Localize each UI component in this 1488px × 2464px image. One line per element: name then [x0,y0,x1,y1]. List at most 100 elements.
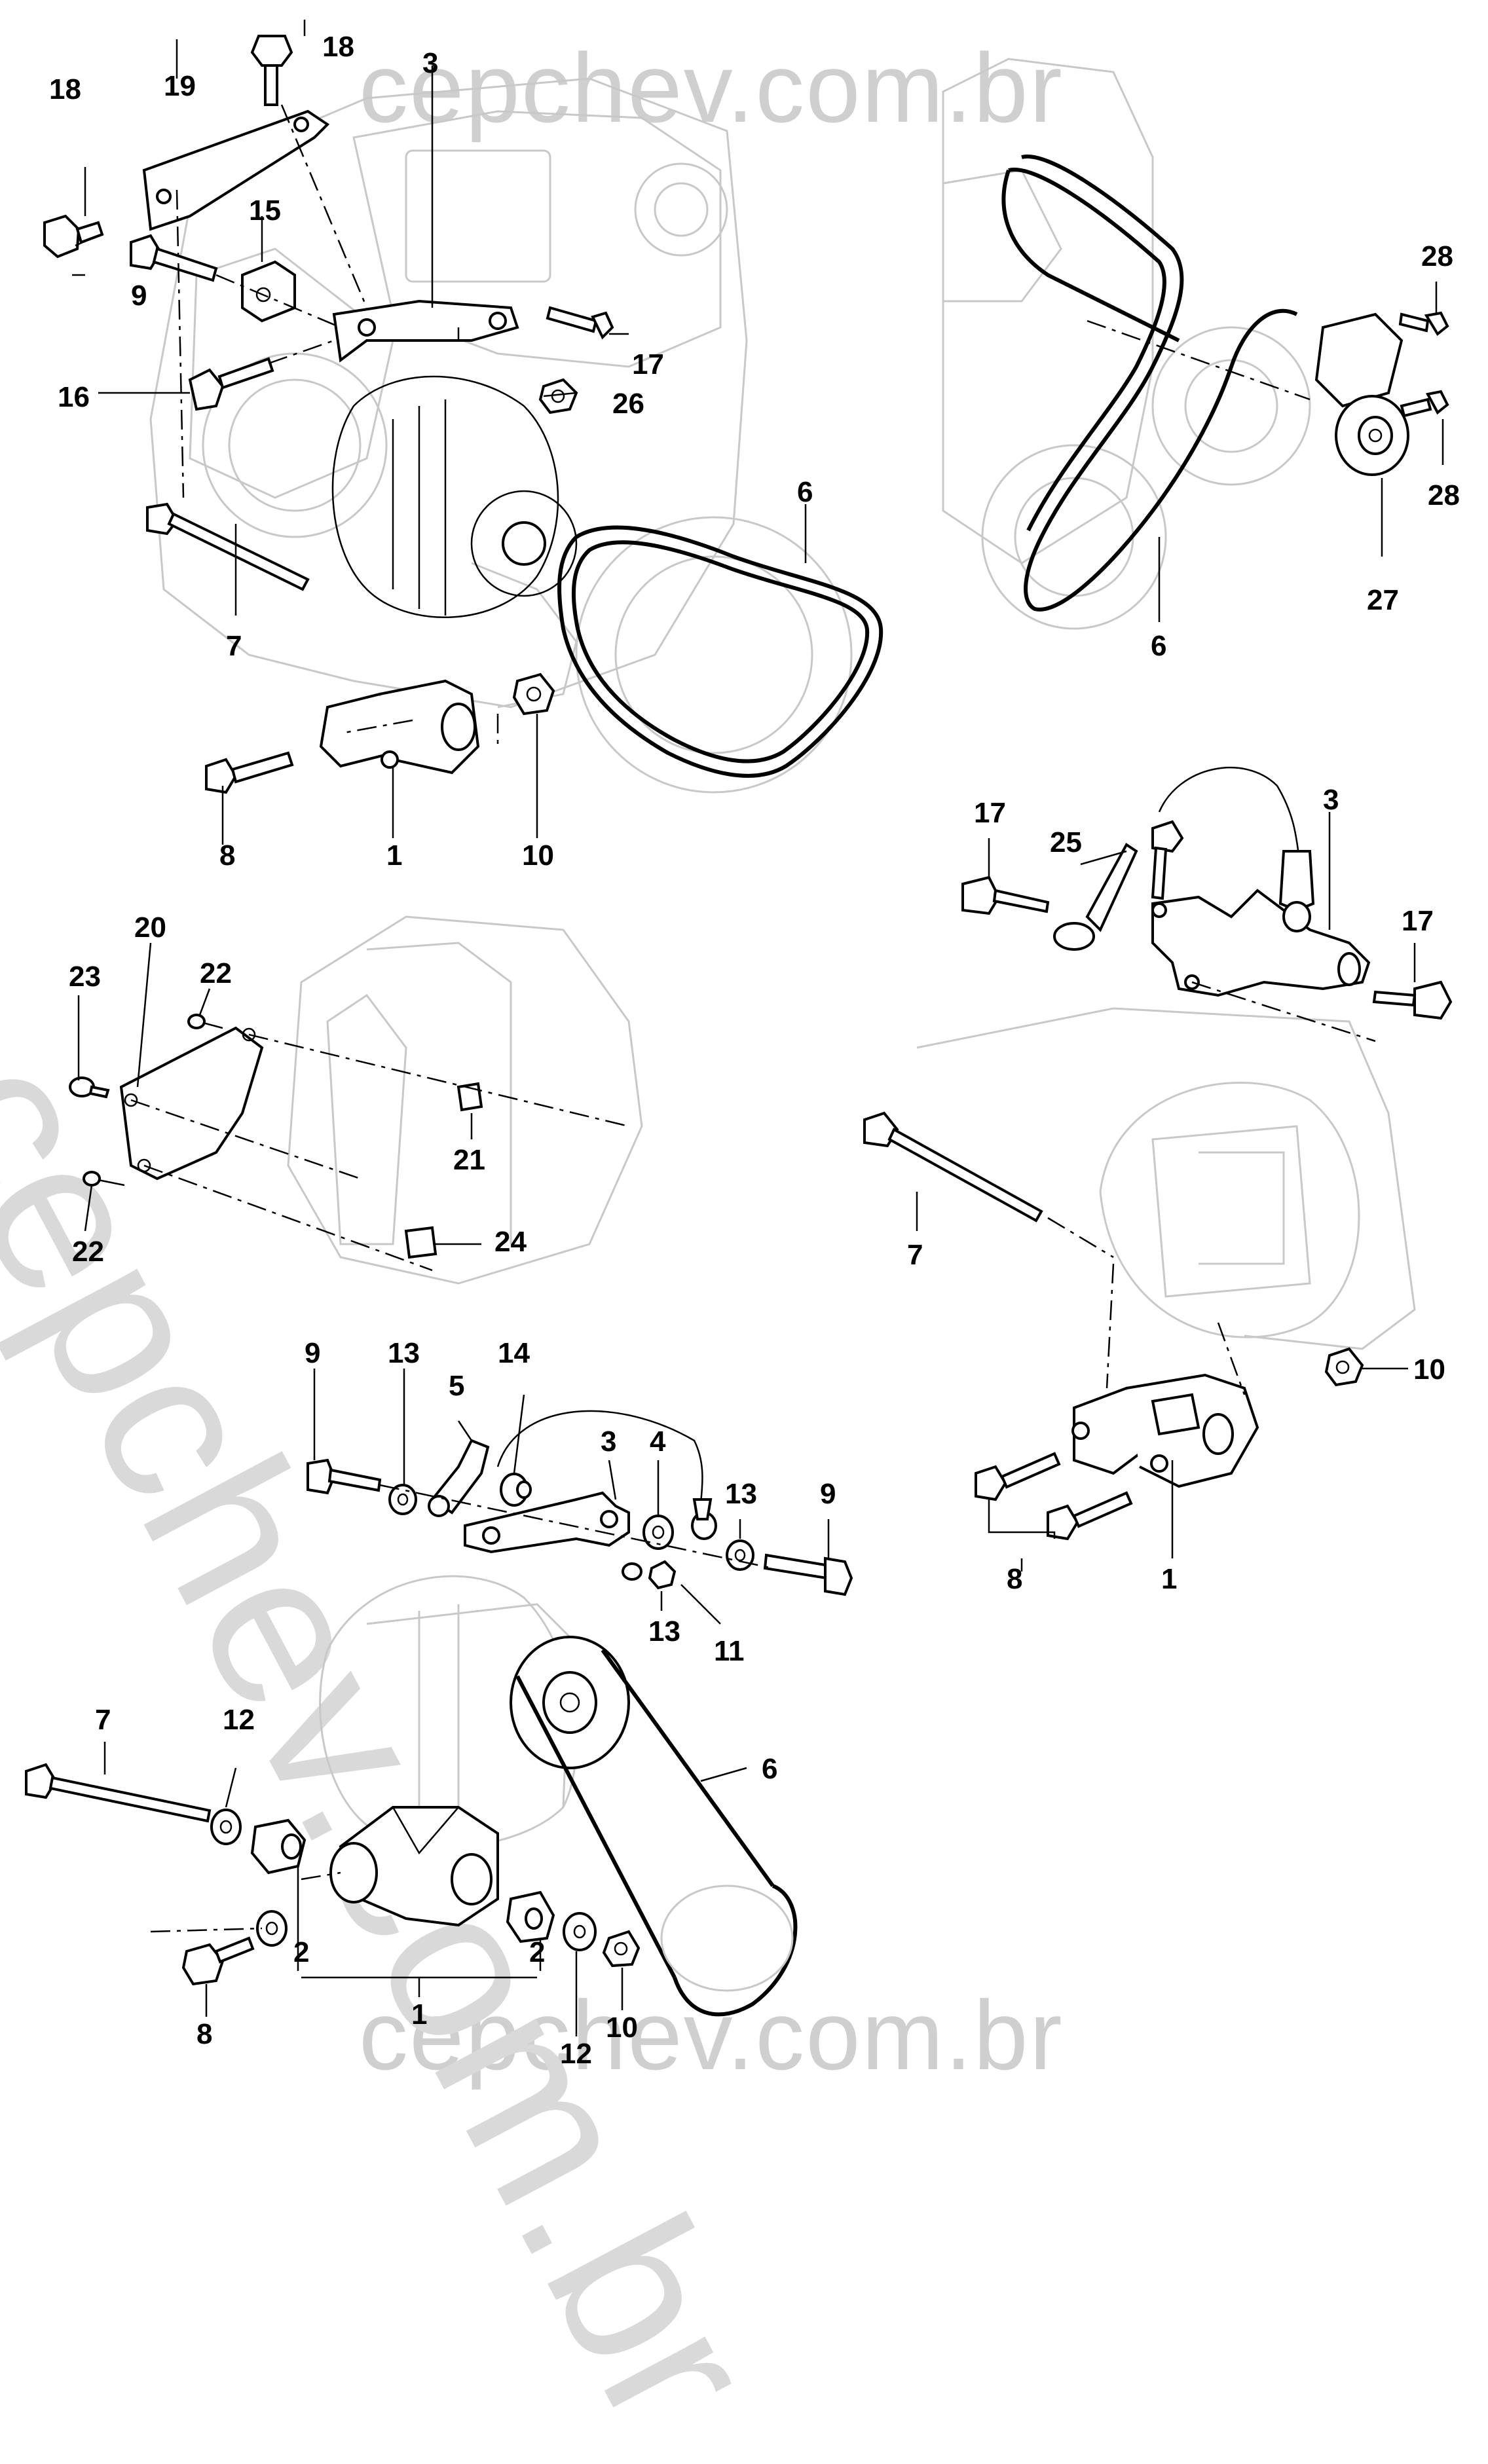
callout-17-mid-right-right: 17 [1402,905,1434,937]
callout-20: 20 [134,911,166,944]
callout-26: 26 [612,388,644,420]
callout-1-bottom: 1 [411,1998,428,2031]
callout-1-mid-right: 1 [1161,1563,1178,1595]
watermark-bottom: cepchev.com.br [359,1980,1064,2090]
bolt-9 [130,234,218,282]
callout-17-top-left: 17 [632,348,664,380]
washer-bottom-left [256,1910,288,1947]
callout-9-bottom-right: 9 [820,1478,836,1510]
bolt-18-left [43,214,104,259]
nut-26 [538,378,578,414]
dash-lines-middle-left [130,1033,629,1272]
bushing-2-left [250,1818,307,1875]
engine-ghost-mid-right [916,1007,1416,1350]
bolt-9-left [307,1458,382,1495]
callout-13-bottom-lower: 13 [648,1615,680,1647]
callout-13-bottom-right: 13 [725,1478,757,1510]
callout-3-mid-right: 3 [1323,784,1339,816]
ring-terminal-25 [1053,843,1138,951]
callout-10-top-left: 10 [522,839,554,872]
washer-12-left [210,1809,242,1845]
panel-middle-left [69,915,643,1285]
screw-22-bottom [83,1171,125,1186]
nut-10-top [512,672,555,716]
bolt-8-top [205,751,294,794]
nut-10-bottom [602,1930,641,1968]
bolt-17 [546,306,614,340]
bracket-3-right [1151,889,1371,997]
callout-19: 19 [164,70,196,102]
lower-bracket-1-top [319,679,480,775]
dash-lines-bottom [150,1484,773,1933]
callout-8-mid-right: 8 [1007,1563,1023,1595]
link-5 [428,1439,490,1517]
callout-28-bottom: 28 [1428,479,1460,511]
bolt-18-top [250,35,293,106]
callout-10-bottom: 10 [606,2012,638,2044]
callout-6-bottom: 6 [762,1753,778,1785]
strap-3-bottom [464,1491,630,1554]
leaders-middle-left [77,942,481,1245]
alternator [331,375,578,618]
bolt-17-right-left [961,875,1050,915]
bushing-2-right [506,1890,555,1943]
bolt-7-right [863,1111,1043,1223]
callout-2-bottom-right: 2 [529,1936,546,1968]
panel-middle-right [863,766,1453,1572]
panel-top-right [942,58,1449,630]
belt-6-top-left [557,525,884,778]
callout-22-bottom: 22 [72,1236,104,1268]
panel-bottom [25,1369,853,2036]
screw-23 [69,1076,110,1099]
callout-25: 25 [1050,826,1082,858]
tensioner-27 [1314,312,1409,476]
dash-lines-top-right [1087,320,1311,401]
callout-5: 5 [449,1370,465,1402]
callout-21: 21 [453,1144,485,1176]
leaders-top-left [72,20,807,845]
callout-14: 14 [498,1337,530,1369]
bolt-28-bottom [1400,390,1449,418]
panel-top-left [43,20,884,845]
callout-18-left: 18 [49,73,81,105]
callout-27: 27 [1367,584,1399,616]
nut-15 [241,260,296,323]
bolt-16 [188,357,274,411]
callout-24: 24 [494,1226,527,1258]
bolt-8-bottom [181,1936,255,1986]
bracket-3 [332,299,519,363]
wire-harness-right [1158,766,1315,932]
bolt-7-bottom [25,1763,212,1823]
wire-harness-bottom [496,1410,717,1540]
callout-22-top: 22 [200,957,232,989]
callout-11: 11 [714,1635,745,1667]
callout-3-bottom: 3 [601,1425,617,1458]
bolt-7-long [146,502,310,591]
line-art: .ghost { fill: none; stroke: #c8c8c8; st… [25,20,1453,2036]
dash-lines-top-left [176,104,499,746]
callout-10-mid-right: 10 [1413,1353,1445,1386]
callout-12-bottom-right: 12 [560,2038,592,2070]
callout-23: 23 [69,961,101,993]
exploded-parts-diagram: cepchev.com.br cepchev.com.br cepchev.co… [0,20,1460,2463]
leaders-middle-right [916,812,1416,1572]
nut-10-right [1324,1347,1364,1387]
callout-1-top-left: 1 [386,839,403,872]
callout-8-top-left: 8 [219,839,236,872]
bolt-17-right-right [1372,980,1453,1020]
callout-4: 4 [650,1425,666,1458]
lower-bracket-1-bottom [329,1806,499,1927]
callout-2-bottom-left: 2 [293,1936,310,1968]
callout-3-top-left: 3 [422,47,439,79]
callout-15: 15 [249,194,281,227]
washer-13-left [388,1484,417,1515]
washer-13-right [726,1539,754,1571]
leaders-bottom [103,1369,830,2036]
washer-12-right [563,1912,597,1951]
bolt-25 [1151,820,1184,900]
screw-22-top [187,1014,223,1029]
pulley-drive-bottom [510,1636,630,1769]
bracket-19 [142,109,330,231]
leaders-top-right [1158,282,1444,622]
belt-6-top-right [1001,155,1298,612]
